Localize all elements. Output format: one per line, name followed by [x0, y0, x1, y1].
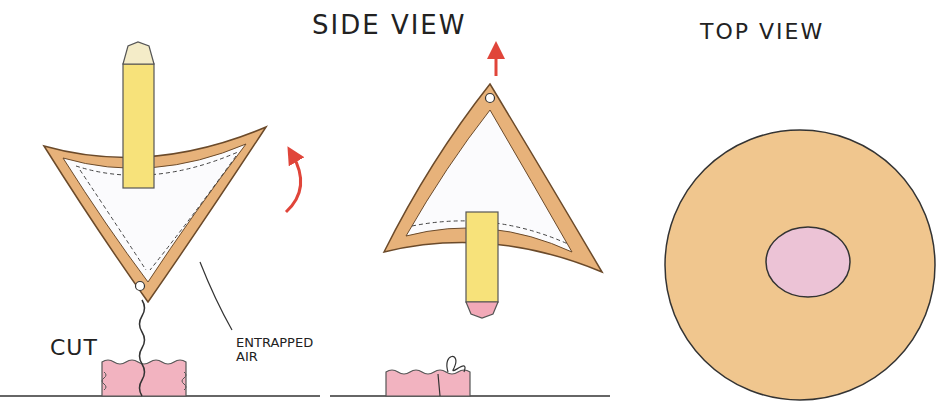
string-knot — [438, 356, 465, 396]
candle — [466, 212, 498, 302]
cut-hole — [486, 94, 495, 103]
candle-tip — [123, 42, 154, 64]
air-boundary — [80, 156, 236, 270]
callout-label: CUT — [50, 336, 120, 359]
candle — [123, 64, 154, 188]
rotation-arrow — [286, 154, 301, 212]
lift-arrow — [495, 50, 498, 76]
string — [140, 300, 145, 396]
bottle-shell — [44, 127, 266, 302]
bottle-top-view — [665, 130, 935, 400]
callout-label: ENTRAPPED AIR — [236, 336, 320, 363]
view-heading: TOP VIEW — [700, 20, 840, 43]
opening — [766, 227, 850, 297]
sponge-block — [386, 370, 470, 396]
sponge-block — [102, 360, 186, 396]
view-heading: SIDE VIEW — [312, 12, 472, 39]
air-boundary — [76, 152, 238, 175]
candle-tip — [466, 302, 498, 318]
cut-hole — [136, 282, 145, 291]
leader-line — [200, 262, 232, 330]
